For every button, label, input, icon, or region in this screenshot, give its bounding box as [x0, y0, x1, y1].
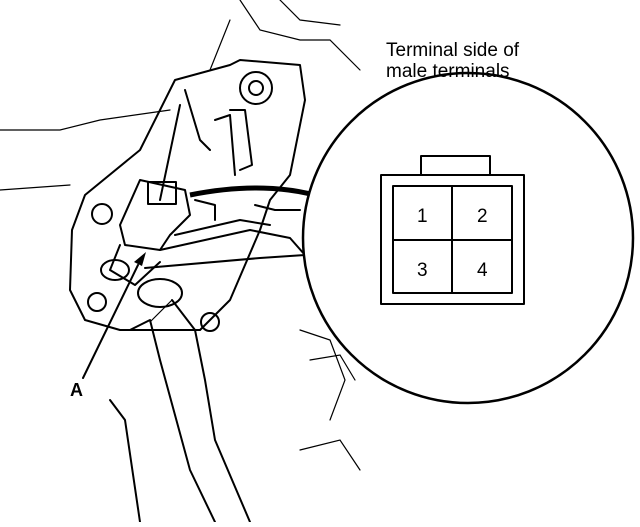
pin-labels: 1 2 3 4: [417, 206, 488, 281]
callout-leader-a: [82, 252, 146, 379]
pin-3-label: 3: [417, 260, 428, 281]
connector-caption: Terminal side of male terminals: [386, 40, 519, 82]
caption-line-2: male terminals: [386, 61, 510, 82]
pin-1-label: 1: [417, 206, 428, 227]
pin-2-label: 2: [477, 206, 488, 227]
magnified-view: [301, 71, 635, 405]
callout-label-a: A: [70, 380, 83, 400]
caption-line-1: Terminal side of: [386, 40, 520, 61]
pin-4-label: 4: [477, 260, 488, 281]
brake-pedal-arm: [109, 299, 251, 523]
pedal-bracket: [69, 59, 306, 332]
connector-face: [380, 155, 525, 305]
brake-pedal-position-switch: [100, 179, 216, 308]
